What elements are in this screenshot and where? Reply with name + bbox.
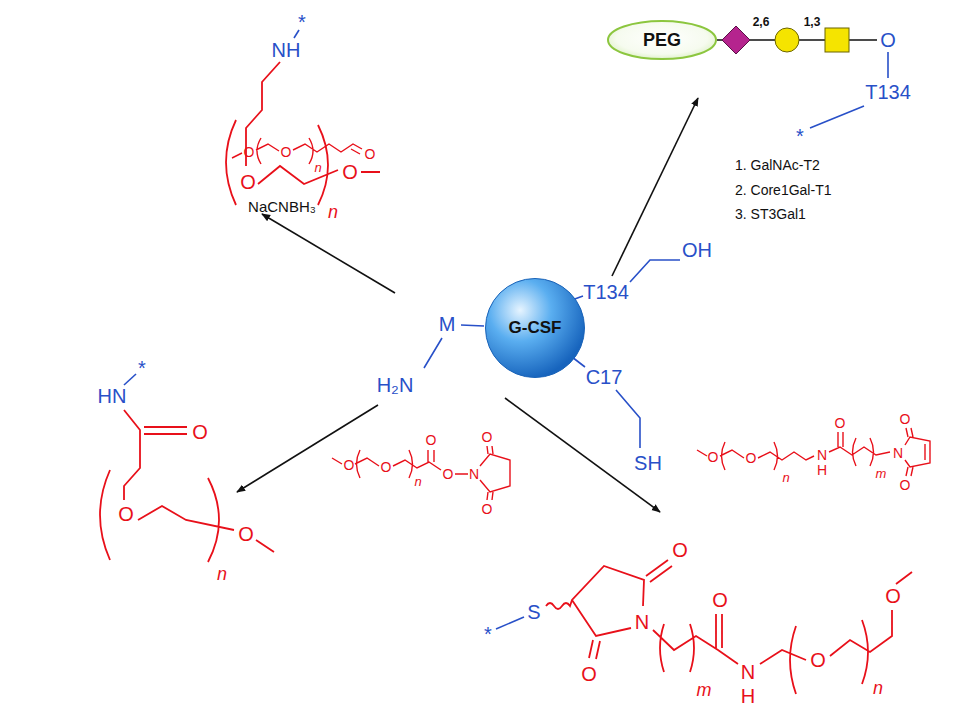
side-chain-bond bbox=[424, 260, 680, 448]
peg-maleimide-reagent bbox=[697, 428, 930, 476]
atom-label: N bbox=[635, 612, 649, 632]
peg-aldehyde-reagent bbox=[232, 138, 362, 164]
atom-label: n bbox=[314, 161, 321, 174]
residue-label: * bbox=[796, 126, 804, 146]
residue-label: HN bbox=[98, 386, 127, 406]
reaction-arrow bbox=[262, 214, 395, 293]
atom-label: O bbox=[482, 502, 493, 516]
residue-label: SH bbox=[634, 453, 662, 473]
atom-label: O bbox=[746, 451, 757, 465]
reagent-label: 1,3 bbox=[804, 16, 821, 28]
atom-label: N bbox=[893, 446, 903, 460]
residue-label: O bbox=[880, 30, 896, 50]
atom-label: O bbox=[835, 416, 846, 430]
atom-label: n bbox=[217, 565, 227, 583]
protein-circle: G-CSF bbox=[485, 278, 585, 378]
residue-label: OH bbox=[682, 240, 712, 260]
peg-amine-product bbox=[226, 62, 380, 205]
atom-label: O bbox=[581, 664, 597, 684]
node-outline-shape bbox=[608, 21, 716, 59]
galnac-square bbox=[825, 28, 849, 52]
reagent-label: 3. ST3Gal1 bbox=[735, 207, 806, 221]
atom-label: O bbox=[118, 504, 134, 524]
atom-label: O bbox=[426, 433, 437, 447]
atom-label: O bbox=[672, 540, 688, 560]
atom-label: n bbox=[873, 679, 883, 697]
residue-label: * bbox=[138, 358, 146, 378]
atom-label: n bbox=[782, 471, 789, 484]
atom-label: O bbox=[708, 450, 719, 464]
reagent-label: 2,6 bbox=[753, 16, 770, 28]
atom-label: O bbox=[900, 412, 911, 426]
peg-amide-product bbox=[100, 410, 274, 562]
cysteine-bond bbox=[496, 617, 524, 629]
peg-nhs-reagent bbox=[332, 446, 510, 500]
reagent-label: NaCNBH₃ bbox=[248, 199, 316, 214]
atom-label: O bbox=[885, 586, 901, 606]
atom-label: n bbox=[414, 475, 421, 488]
atom-label: n bbox=[328, 203, 338, 221]
atom-label: O bbox=[712, 590, 728, 610]
residue-label: S bbox=[527, 602, 540, 622]
residue-label: * bbox=[484, 624, 492, 644]
atom-label: O bbox=[900, 478, 911, 492]
node-label: G-CSF bbox=[509, 318, 562, 338]
atom-label: O bbox=[281, 145, 292, 159]
atom-label: m bbox=[876, 467, 887, 480]
peg-ellipse: PEG bbox=[607, 20, 717, 60]
atom-label: O bbox=[482, 430, 493, 444]
atom-label: O bbox=[381, 460, 392, 474]
node-outline-shape bbox=[486, 279, 585, 378]
atom-label: O bbox=[810, 650, 826, 670]
atom-label: O bbox=[342, 162, 358, 182]
atom-label: O bbox=[365, 147, 376, 161]
galactose-circle bbox=[775, 28, 799, 52]
residue-label: NH bbox=[272, 40, 301, 60]
reaction-arrow bbox=[237, 405, 378, 492]
atom-label: H bbox=[817, 463, 827, 477]
residue-label: T134 bbox=[865, 82, 911, 102]
residue-label: C17 bbox=[586, 367, 623, 387]
atom-label: O bbox=[240, 172, 256, 192]
atom-label: O bbox=[244, 145, 255, 159]
atom-label: m bbox=[697, 681, 712, 699]
atom-label: O bbox=[344, 458, 355, 472]
residue-label: T134 bbox=[583, 282, 629, 302]
node-label: PEG bbox=[643, 30, 681, 51]
residue-label: H₂N bbox=[377, 375, 414, 395]
residue-label: * bbox=[298, 12, 306, 32]
atom-label: H bbox=[741, 686, 755, 706]
atom-label: O bbox=[238, 524, 254, 544]
atom-label: N bbox=[817, 448, 827, 462]
sialic-acid-diamond bbox=[722, 26, 750, 54]
atom-label: O bbox=[192, 422, 208, 442]
atom-label: N bbox=[741, 662, 755, 682]
atom-label: O bbox=[443, 467, 454, 481]
reagent-label: 2. Core1Gal-T1 bbox=[735, 183, 831, 197]
amide-bond bbox=[124, 374, 136, 385]
peg-thioether-product bbox=[546, 560, 912, 694]
reagent-label: 1. GalNAc-T2 bbox=[735, 158, 820, 172]
atom-label: N bbox=[469, 467, 479, 481]
residue-label: M bbox=[439, 314, 456, 334]
